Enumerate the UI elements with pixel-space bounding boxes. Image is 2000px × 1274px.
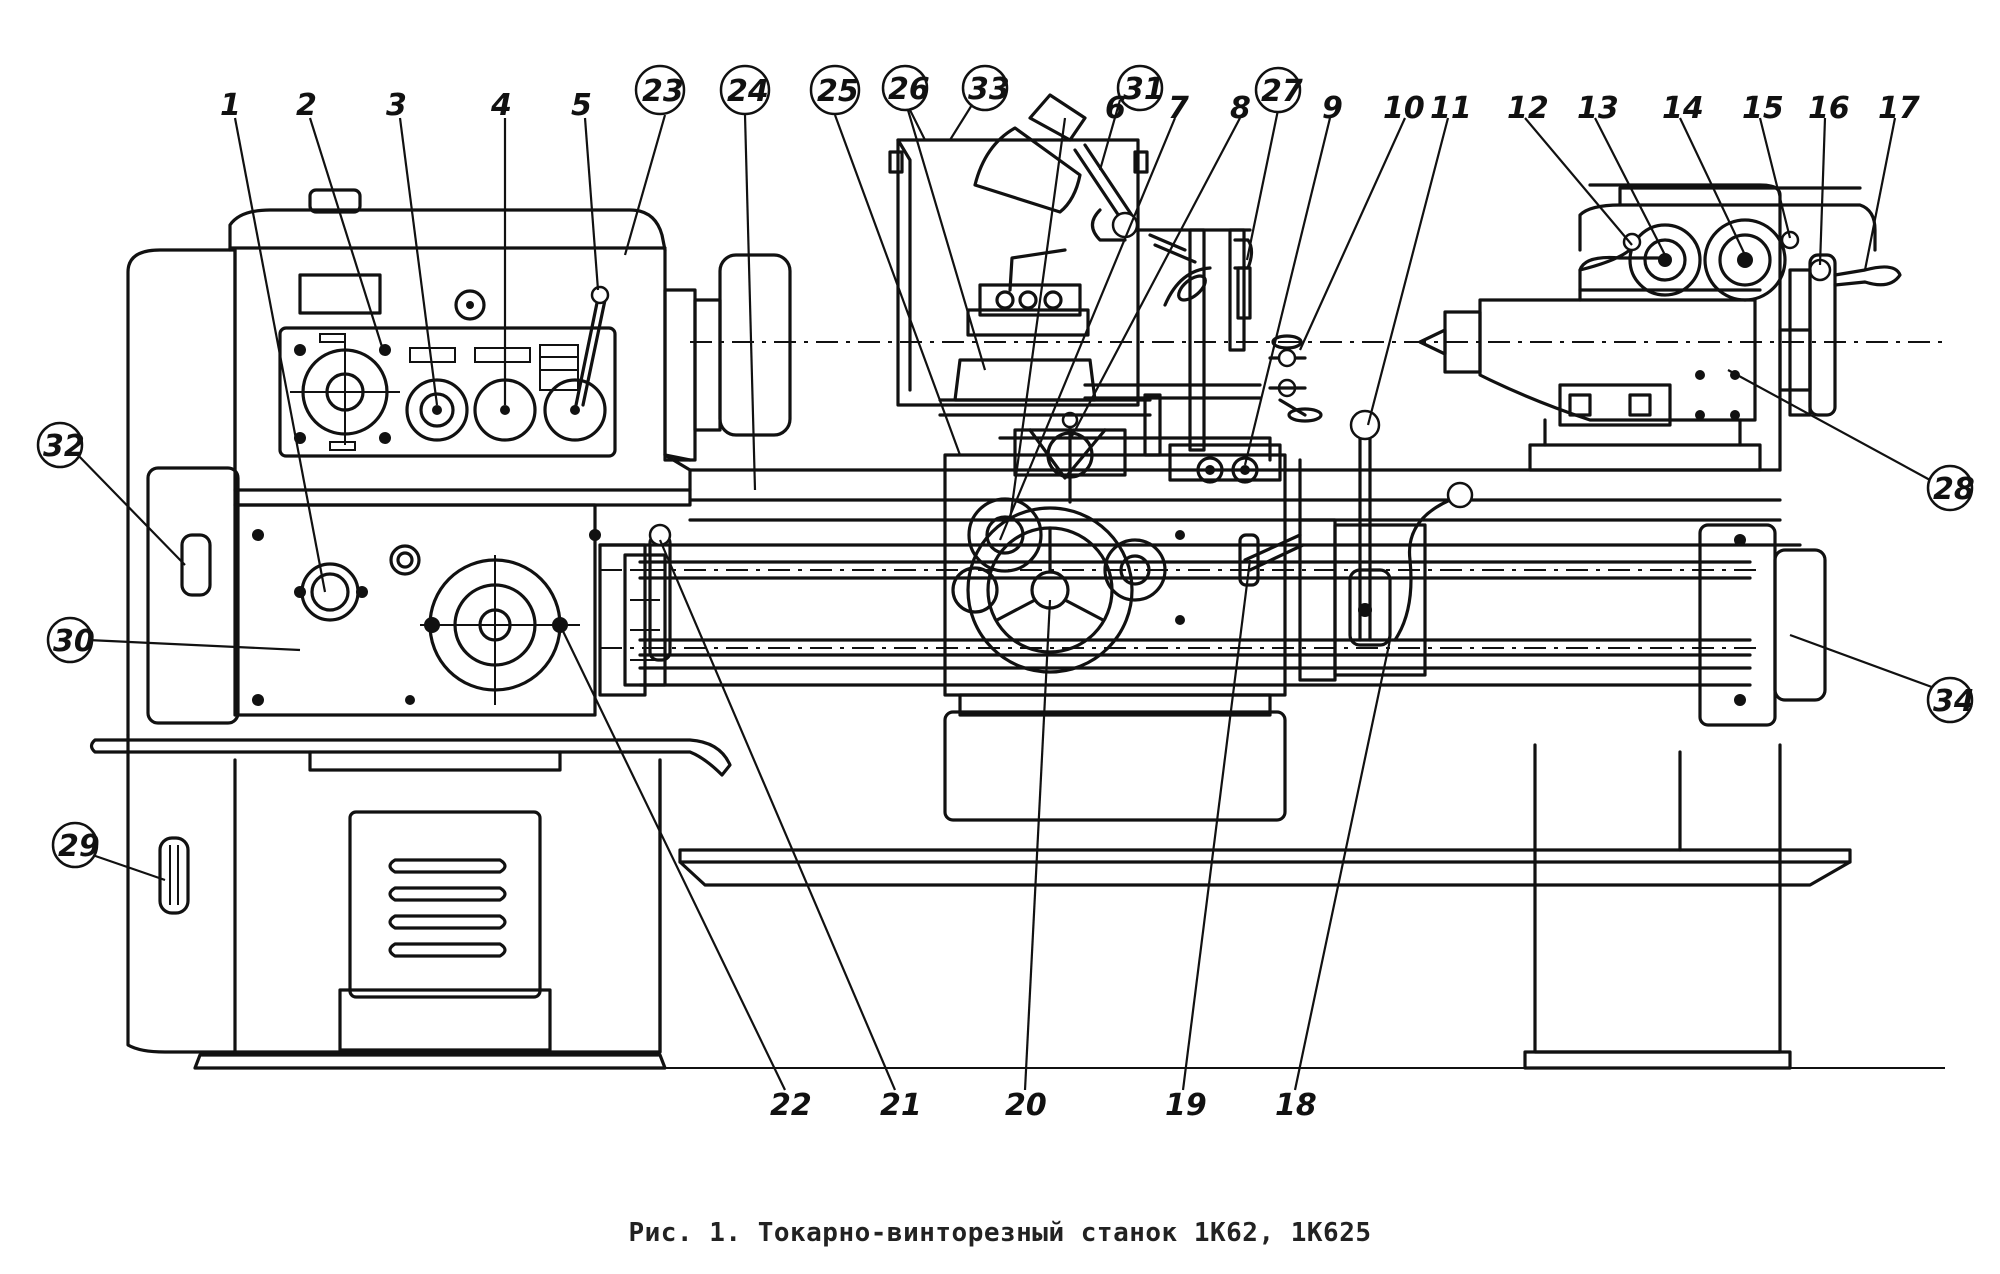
lever-9[interactable] [1233,238,1254,320]
callout-22: 22 [770,1088,812,1123]
callout-25: 25 [817,74,859,109]
callout-10: 10 [1383,91,1425,126]
lever-8[interactable] [1046,411,1094,504]
callout-9: 9 [1322,91,1343,126]
callout-5: 5 [571,88,592,123]
callout-6: 6 [1105,91,1126,126]
callout-34: 34 [1933,684,1975,719]
motor-louvers [388,858,507,958]
feed-dial-22[interactable] [420,555,580,705]
carriage-apron [943,409,1474,717]
callout-19: 19 [1165,1088,1207,1123]
lever-5[interactable] [539,285,610,442]
callout-23: 23 [642,74,684,109]
callout-15: 15 [1742,91,1784,126]
leader-lines [72,99,1941,1091]
bed-base [126,710,1945,1070]
callout-7: 7 [1168,91,1189,126]
work-lamp-31[interactable] [973,93,1197,264]
figure-caption: Рис. 1. Токарно-винторезный станок 1К62,… [628,1218,1372,1248]
feed-knob-1[interactable] [294,562,368,622]
callout-13: 13 [1577,91,1619,126]
callout-21: 21 [880,1088,922,1123]
tailstock [1418,186,1902,472]
gear-knob-7[interactable] [967,497,1043,573]
callout-2: 2 [296,88,317,123]
callout-8: 8 [1230,91,1251,126]
callout-labels: 1 2 3 4 5 23 24 25 26 33 31 6 7 8 27 9 1… [36,64,1975,1123]
handwheel-14[interactable] [1703,218,1787,302]
callout-12: 12 [1507,91,1549,126]
callout-24: 24 [727,74,769,109]
callout-16: 16 [1808,91,1850,126]
callout-14: 14 [1662,91,1704,126]
callout-11: 11 [1430,91,1472,126]
lever-21[interactable] [648,523,672,662]
knob-3[interactable] [405,347,469,442]
door-handle-29[interactable] [158,836,190,915]
callout-20: 20 [1005,1088,1047,1123]
callout-3: 3 [386,88,407,123]
lever-11[interactable] [1348,409,1392,647]
callout-18: 18 [1275,1088,1317,1123]
callout-32: 32 [43,429,85,464]
toolpost-assembly [888,93,1323,522]
lever-19[interactable] [1238,533,1305,587]
callout-30: 30 [53,624,95,659]
headstock [89,188,1950,777]
callout-28: 28 [1933,472,1975,507]
handwheel-13[interactable] [1628,223,1702,297]
lever-12[interactable] [1578,232,1642,272]
bed-ways [598,183,1827,727]
callout-17: 17 [1878,91,1920,126]
lever-18[interactable] [1393,481,1474,642]
crank-8[interactable] [1163,266,1212,307]
callout-29: 29 [58,829,100,864]
door-handle-32[interactable] [180,533,212,597]
callout-31: 31 [1123,72,1165,107]
handle-10[interactable] [1268,334,1323,423]
callout-27: 27 [1261,74,1303,109]
speed-selector-2[interactable] [290,333,400,451]
callout-4: 4 [490,88,512,123]
callout-33: 33 [968,72,1010,107]
callout-1: 1 [220,88,241,123]
callout-26: 26 [888,72,930,107]
